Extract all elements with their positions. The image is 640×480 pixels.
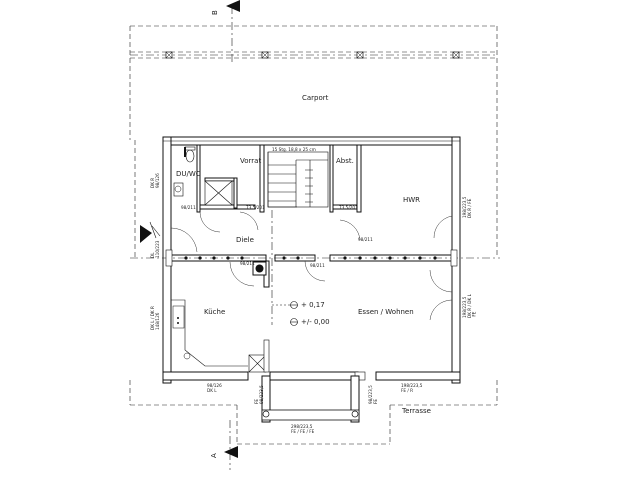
- door-swings: [170, 211, 453, 321]
- room-labels: DU/WC Vorrat Abst. HWR Diele Küche Essen…: [176, 157, 420, 316]
- bathroom-fixtures: [173, 146, 233, 206]
- kitchen-counter: [171, 299, 270, 373]
- washbasin-icon: [173, 182, 184, 197]
- door-tag-6: 98/211: [310, 263, 325, 268]
- room-label-kueche: Küche: [204, 308, 225, 316]
- room-label-du-wc: DU/WC: [176, 170, 201, 178]
- level-upper: + 0,17: [301, 301, 325, 309]
- grid-lines: [130, 140, 500, 325]
- room-label-diele: Diele: [236, 236, 254, 244]
- opening-duwc-left: DK R98/126: [150, 173, 160, 188]
- opening-kitchen-left: DK L / DK R148/126: [150, 306, 160, 330]
- room-label-terrasse: Terrasse: [401, 407, 431, 415]
- door-tag-4: 98/211: [358, 237, 373, 242]
- entrance-arrow: [140, 221, 161, 243]
- stair-label: 15 Stg. 18,8 x 25 cm: [272, 147, 316, 152]
- room-label-abst: Abst.: [336, 157, 354, 165]
- section-marker-b: B: [211, 0, 240, 62]
- section-marker-a: A: [210, 420, 238, 470]
- room-label-carport: Carport: [302, 94, 329, 102]
- opening-diele-left: DL110/223: [150, 240, 160, 258]
- opening-annotations: DK R98/126 DL110/223 DK L / DK R148/126 …: [150, 173, 477, 434]
- room-label-hwr: HWR: [403, 196, 420, 204]
- opening-terrace-door-right: 98/223,5FE: [368, 385, 378, 404]
- opening-living-right: 198/223,5DK R / DK L FE: [462, 293, 477, 318]
- opening-terrace-door-left: FE98/223,5: [254, 385, 264, 404]
- level-ground: +/- 0,00: [301, 318, 330, 326]
- toilet-icon: [185, 149, 195, 163]
- door-tags: 98/211 73,5/201 73,5/201 98/211 98/211 9…: [181, 205, 373, 268]
- door-tag-2: 73,5/201: [246, 205, 265, 210]
- room-label-essen-wohnen: Essen / Wohnen: [358, 308, 414, 316]
- door-tag-3: 73,5/201: [339, 205, 358, 210]
- terrace-outline: Terrasse: [129, 375, 498, 445]
- level-markers: + 0,17 +/- 0,00: [272, 301, 330, 326]
- carport-outline: Carport: [129, 25, 498, 146]
- door-tag-5: 98/211: [240, 261, 255, 266]
- staircase: 15 Stg. 18,8 x 25 cm: [267, 147, 329, 208]
- door-tag-1: 98/211: [181, 205, 196, 210]
- chimney: [252, 261, 267, 276]
- hob-icon: [183, 352, 191, 360]
- room-label-vorrat: Vorrat: [240, 157, 261, 165]
- window-markers: [165, 249, 458, 381]
- section-b-label: B: [211, 10, 219, 15]
- section-a-label: A: [210, 453, 218, 458]
- opening-hwr-right: 198/223,5DK R / FE: [462, 196, 472, 218]
